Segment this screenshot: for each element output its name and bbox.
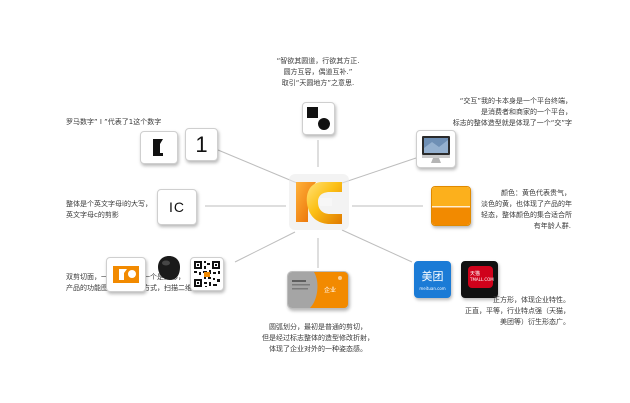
card-icon: [288, 272, 348, 308]
roman-numeral-text: 1: [195, 131, 208, 157]
color-swatch-icon: [432, 187, 470, 225]
meituan-title: 美团: [421, 270, 444, 283]
card-caption: 圆弧划分，最初是普通的剪切， 但是经过标志整体的造型修改折射， 体现了企业对外的…: [262, 323, 374, 353]
roman-one-icon: [153, 139, 163, 156]
tmall-url: TMALL.COM: [470, 277, 494, 282]
connector-interaction: [341, 157, 417, 184]
interaction-caption: “交互”我的卡本身是一个平台终端， 是消费者和商家的一个平台， 标志的整体造型就…: [452, 97, 572, 127]
roman-numeral-tile: 1: [185, 128, 218, 161]
card-tile: 企业: [287, 271, 349, 309]
square-caption: 正方形，体现企业特性。 正直，平等，行业特点强（天猫， 美团等）衍生形态广。: [465, 296, 570, 326]
tmall-badge: [468, 266, 493, 288]
qr-code-icon: [194, 261, 220, 287]
connector-scan: [234, 231, 296, 263]
color-caption: 颜色：黄色代表贵气， 淡色的黄，也体现了产品的年 轻态，整体颜色的集合适合所 有…: [481, 189, 572, 230]
color-tile: [431, 186, 471, 226]
top-tile: [302, 102, 335, 135]
qr-tile: [190, 257, 224, 291]
roman-logo-tile: [140, 131, 178, 164]
meituan-url: meituan.com: [419, 286, 446, 291]
card-label: 企业: [324, 287, 337, 294]
monitor-icon: [422, 136, 450, 163]
meituan-tile: 美团 meituan.com: [414, 261, 451, 298]
scan-logo-tile: [106, 257, 146, 292]
letters-text: IC: [169, 199, 185, 215]
ic-logo-icon: [289, 174, 349, 230]
connector-roman: [217, 149, 298, 184]
tmall-title: 天猫: [470, 271, 481, 277]
logo-cutout-icon: [113, 266, 139, 283]
letters-tile: IC: [157, 189, 197, 225]
nfc-tag-icon: [158, 256, 180, 280]
tmall-tile: 天猫 TMALL.COM: [461, 261, 498, 298]
top-caption: “智欲其圆道，行欲其方正. 圆方互容，偶道互补.” 取引“天圆地方”之意思.: [276, 57, 360, 87]
circle-square-icon: [307, 107, 330, 130]
letters-caption: 整体是个英文字母i的大写， 英文字母c的剪影: [66, 200, 152, 219]
roman-caption: 罗马数字” I ”代表了1这个数字: [66, 118, 162, 126]
connector-square: [341, 229, 413, 263]
interaction-tile: [416, 130, 456, 168]
